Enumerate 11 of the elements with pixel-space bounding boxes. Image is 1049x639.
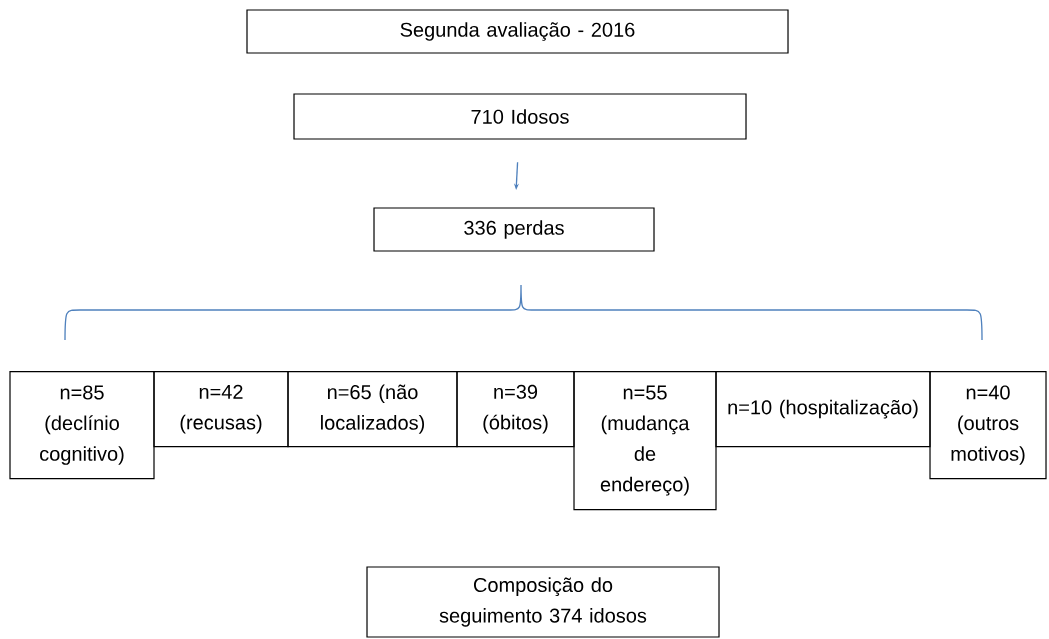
text-box: n=85 (declínio cognitivo) [9, 371, 155, 480]
text-box: n=40 (outros motivos) [929, 371, 1047, 480]
text-box: n=42 (recusas) [153, 371, 289, 448]
text-box: n=10 (hospitalização) [715, 371, 931, 448]
text-box: 710 Idosos [293, 93, 747, 140]
text-box: 336 perdas [373, 207, 655, 252]
text-box: Composição do seguimento 374 idosos [366, 566, 720, 638]
text-box: n=65 (não localizados) [287, 371, 458, 448]
text-box: n=55 (mudança de endereço) [573, 371, 717, 511]
text-box: Segunda avaliação - 2016 [246, 9, 789, 54]
text-box: n=39 (óbitos) [456, 371, 575, 448]
